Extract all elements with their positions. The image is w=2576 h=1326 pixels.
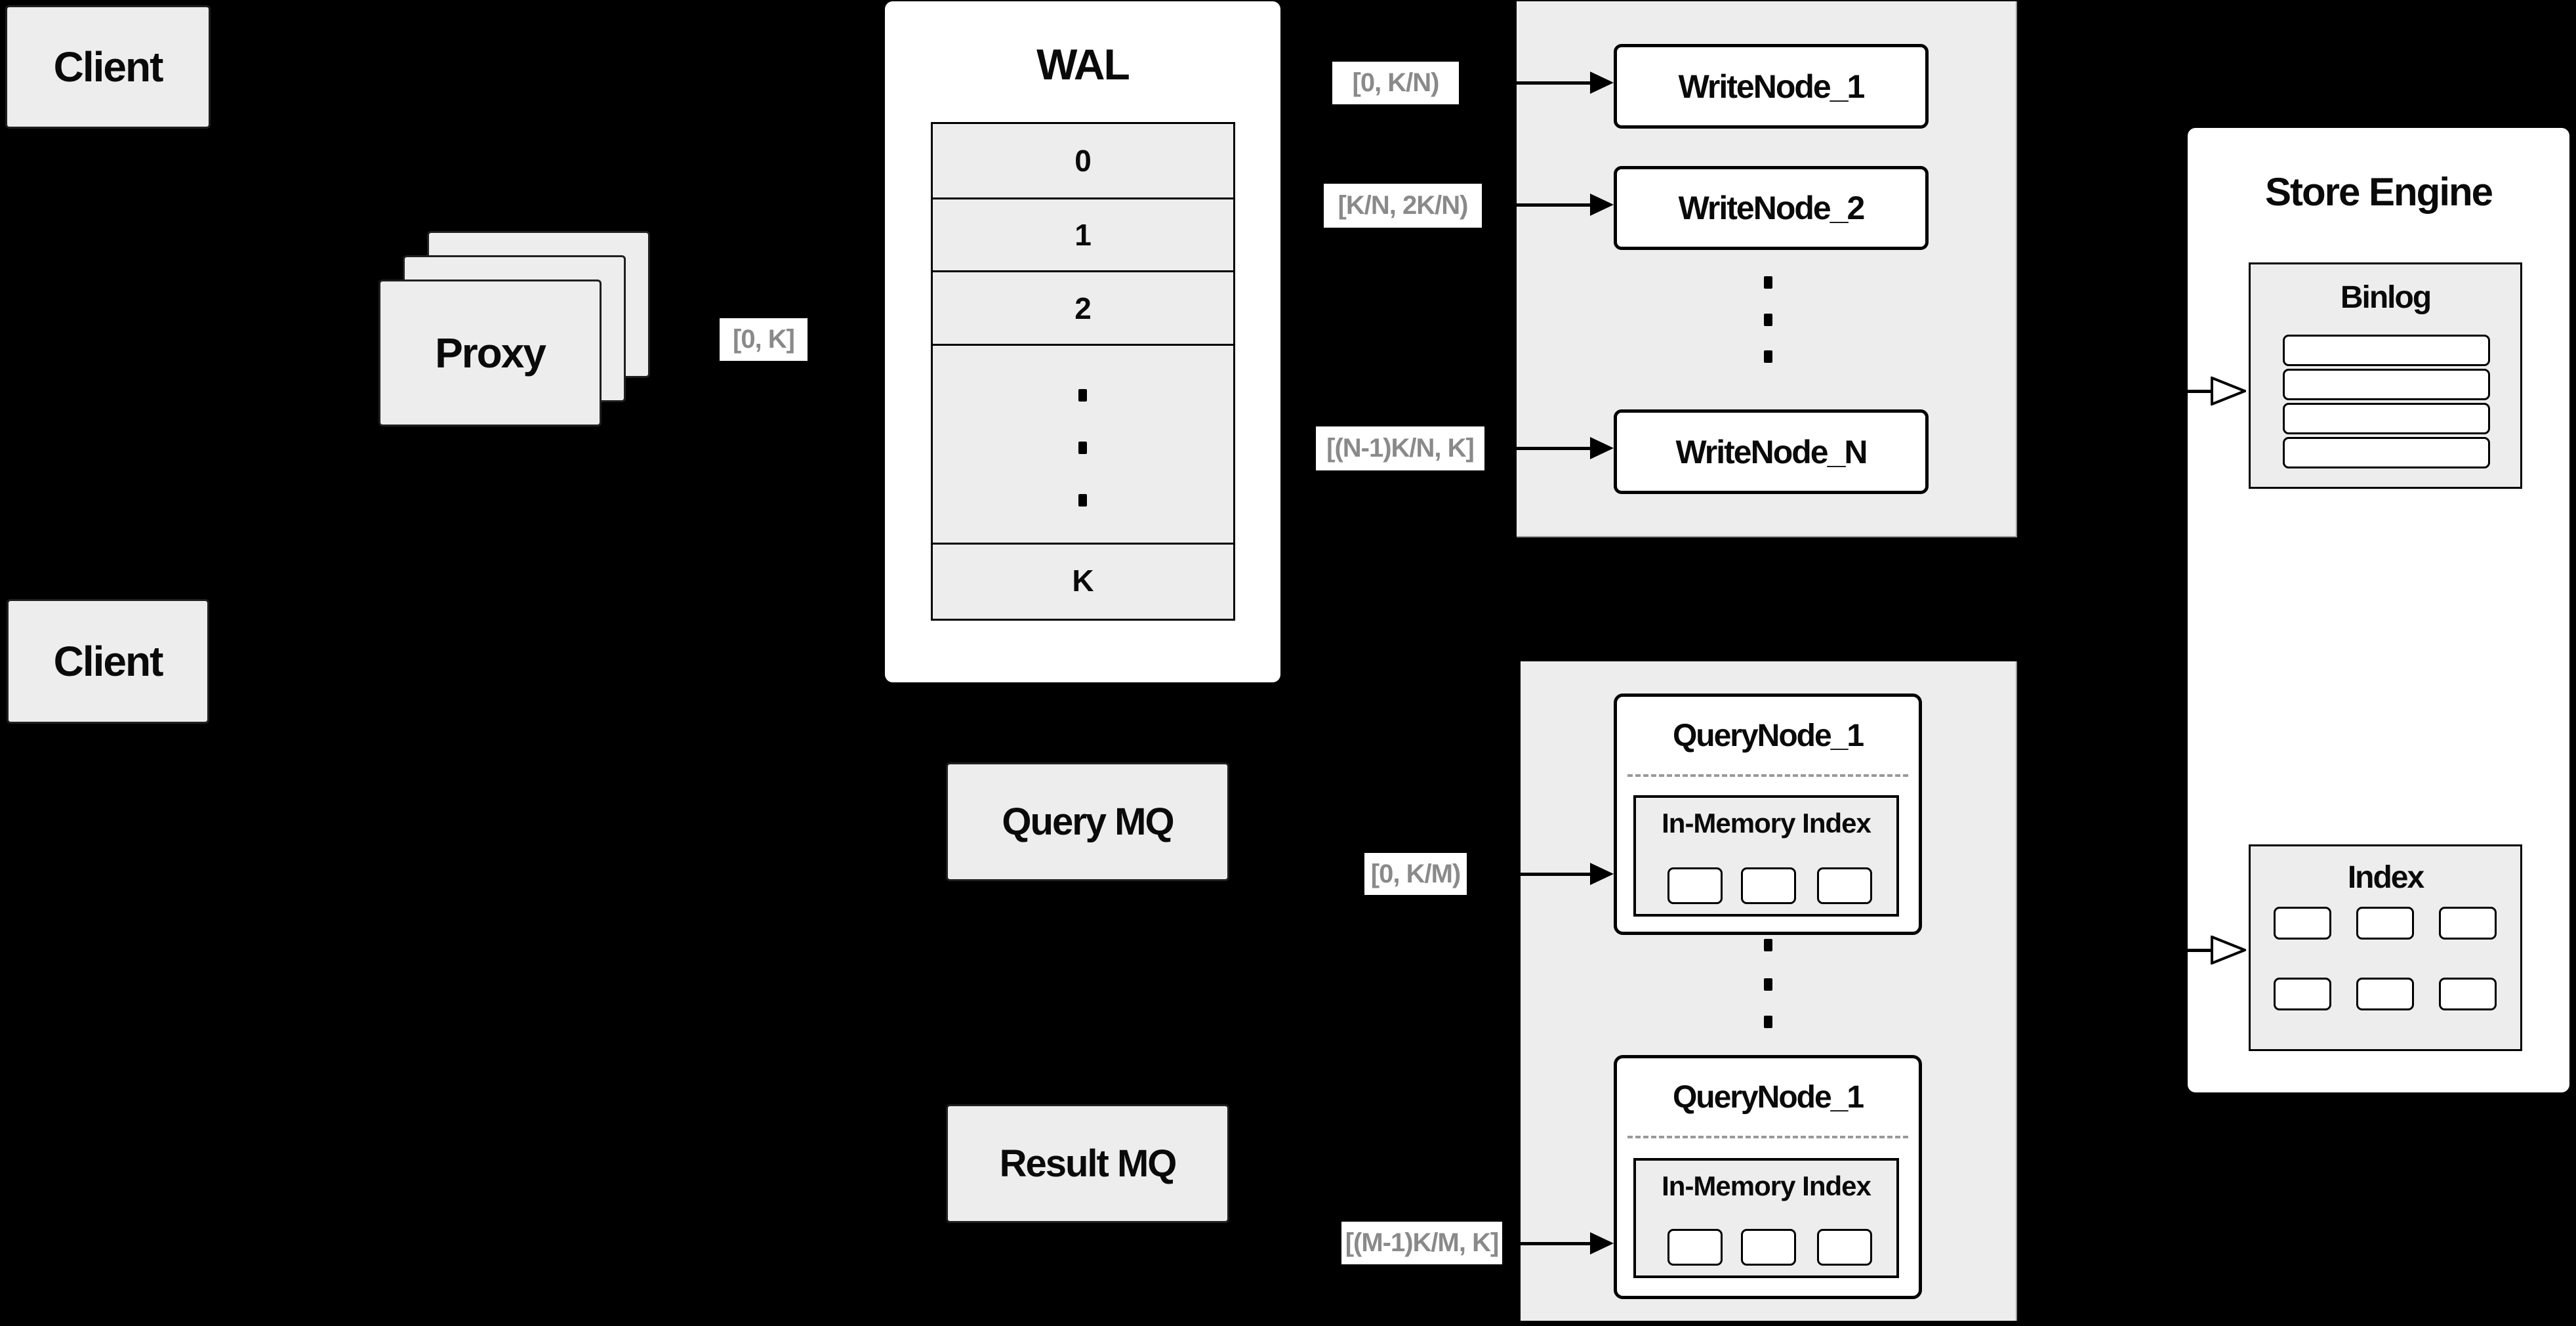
memory-segment [1817, 867, 1872, 904]
arrowhead-right-icon [1590, 194, 1614, 216]
index-cell [2274, 907, 2331, 940]
index-box [2249, 844, 2522, 1051]
range-label-write-2: [K/N, 2K/N) [1324, 184, 1482, 228]
wal-ellipsis-row [933, 344, 1233, 543]
result-mq-box: Result MQ [946, 1104, 1229, 1223]
wal-row: 1 [933, 197, 1233, 270]
arrowhead-right-icon [1590, 72, 1614, 94]
wal-segment-table: 0 1 2 K [931, 122, 1235, 621]
write-node-1-box: WriteNode_1 [1614, 44, 1929, 129]
index-cell [2439, 978, 2497, 1010]
ellipsis-dot-icon [1078, 389, 1087, 402]
query-mq-box: Query MQ [946, 762, 1229, 881]
index-cell [2356, 978, 2414, 1010]
ellipsis-dot-icon [1764, 978, 1772, 991]
arrow-shaft [2188, 390, 2214, 393]
arrow-shaft [1502, 1242, 1590, 1245]
query-node-title: QueryNode_1 [1672, 718, 1864, 753]
wal-row: 2 [933, 270, 1233, 344]
wal-row: K [933, 543, 1233, 616]
proxy-box: Proxy [378, 280, 602, 426]
binlog-row [2283, 403, 2490, 434]
in-memory-index-title: In-Memory Index [1662, 1171, 1871, 1201]
index-cell [2439, 907, 2497, 940]
ellipsis-dot-icon [1764, 350, 1772, 363]
binlog-row [2283, 369, 2490, 400]
arrow-shaft [1467, 873, 1590, 876]
arrow-shaft [1484, 447, 1590, 450]
wal-row: 0 [1074, 144, 1092, 178]
binlog-row [2283, 335, 2490, 366]
client-box-top: Client [5, 5, 211, 129]
arrowhead-right-icon [1590, 1232, 1614, 1254]
wal-title: WAL [1036, 40, 1130, 89]
arrow-shaft [1482, 203, 1590, 207]
arrow-shaft [1459, 81, 1590, 85]
query-node-title: QueryNode_1 [1672, 1079, 1864, 1115]
ellipsis-dot-icon [1078, 442, 1087, 454]
range-label-query-1: [0, K/M) [1364, 853, 1467, 895]
range-label-write-n: [(N-1)K/N, K] [1316, 426, 1484, 470]
arrowhead-right-icon [1590, 437, 1614, 459]
index-cell [2356, 907, 2414, 940]
memory-segment [1817, 1229, 1872, 1266]
ellipsis-dot-icon [1764, 939, 1772, 951]
binlog-row [2283, 437, 2490, 468]
in-memory-index-title: In-Memory Index [1662, 808, 1871, 839]
memory-segment [1741, 867, 1796, 904]
range-label-proxy-out: [0, K] [720, 318, 808, 361]
hollow-arrowhead-icon [2211, 936, 2246, 964]
memory-segment [1741, 1229, 1796, 1266]
range-label-query-m: [(M-1)K/M, K] [1341, 1222, 1502, 1264]
store-engine-title: Store Engine [2264, 169, 2493, 214]
index-title: Index [2347, 860, 2424, 895]
memory-segment [1667, 867, 1723, 904]
ellipsis-dot-icon [1764, 276, 1772, 289]
binlog-title: Binlog [2340, 280, 2432, 315]
client-box-bottom: Client [7, 599, 209, 724]
memory-segment [1667, 1229, 1723, 1266]
dashed-divider [1627, 1136, 1908, 1138]
arrow-shaft [2188, 949, 2214, 952]
dashed-divider [1627, 774, 1908, 777]
index-cell [2274, 978, 2331, 1010]
write-node-n-box: WriteNode_N [1614, 409, 1929, 494]
arrowhead-right-icon [1590, 863, 1614, 885]
range-label-write-1: [0, K/N) [1332, 62, 1459, 104]
hollow-arrowhead-icon [2211, 377, 2246, 405]
ellipsis-dot-icon [1078, 494, 1087, 507]
ellipsis-dot-icon [1764, 1016, 1772, 1028]
write-node-2-box: WriteNode_2 [1614, 166, 1929, 250]
ellipsis-dot-icon [1764, 314, 1772, 326]
